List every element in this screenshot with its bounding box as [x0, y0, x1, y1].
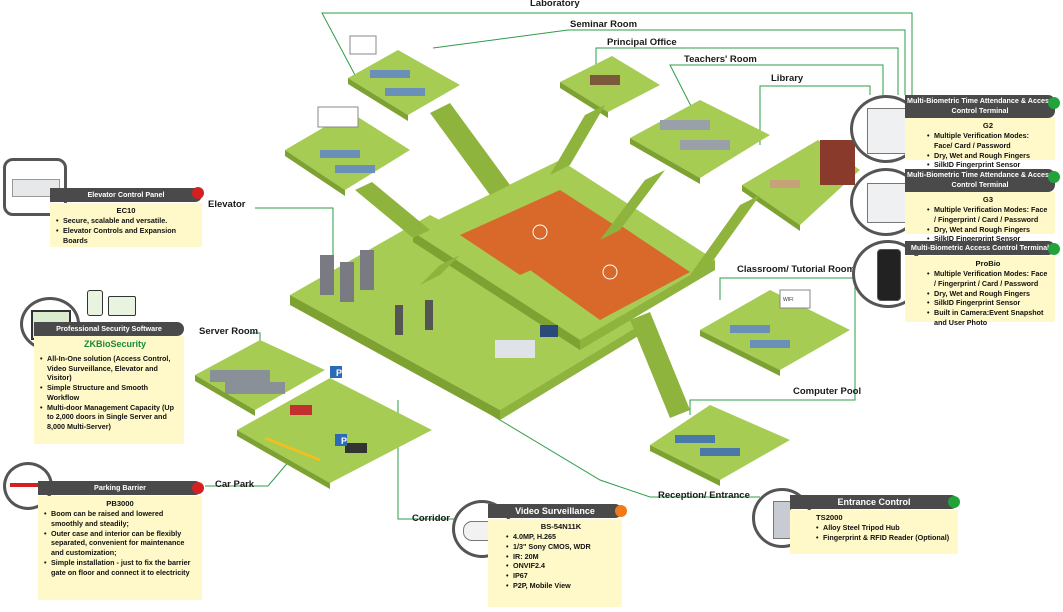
elevator-card: Elevator Control Panel EC10 Secure, scal…	[50, 188, 202, 247]
elevator-feature: Secure, scalable and versatile.	[56, 216, 196, 226]
label-seminar-room: Seminar Room	[570, 19, 638, 30]
entrance-card: Entrance Control TS2000 Alloy Steel Trip…	[790, 495, 958, 554]
g2-status-dot	[1048, 97, 1060, 109]
probio-feature: Multiple Verification Modes: Face / Fing…	[927, 269, 1049, 288]
g2-model: G2	[982, 121, 994, 130]
camera-feature: 1/3" Sony CMOS, WDR	[506, 542, 616, 552]
camera-feature: IR: 20M	[506, 552, 616, 562]
elevator-feature: Elevator Controls and Expansion Boards	[56, 226, 196, 245]
label-server-room: Server Room	[199, 326, 259, 337]
entrance-feature: Fingerprint & RFID Reader (Optional)	[816, 533, 952, 543]
sports-court-floor	[413, 160, 715, 350]
tv-sign: WIFI	[783, 297, 794, 303]
g2-feature: Multiple Verification Modes: Face/ Card …	[927, 131, 1049, 150]
g3-status-dot	[1048, 171, 1060, 183]
label-teachers-room: Teachers' Room	[684, 54, 757, 65]
camera-feature: P2P, Mobile View	[506, 581, 616, 591]
elevator-status-dot	[192, 187, 204, 199]
parking-card-header: Parking Barrier	[38, 481, 202, 495]
software-card: Professional Security Software ZKBioSecu…	[34, 322, 184, 444]
label-reception: Reception/ Entrance	[658, 490, 750, 501]
label-corridor: Corridor	[412, 513, 450, 524]
tablet-icon	[108, 296, 136, 316]
parking-feature: Boom can be raised and lowered smoothly …	[44, 509, 196, 528]
phone-icon	[87, 290, 103, 316]
camera-features: 4.0MP, H.265 1/3" Sony CMOS, WDR IR: 20M…	[506, 532, 616, 590]
probio-feature: SilkID Fingerprint Sensor	[927, 298, 1049, 308]
g3-card-header: Multi-Biometric Time Attendance & Access…	[905, 169, 1055, 192]
entrance-status-dot	[948, 496, 960, 508]
label-car-park: Car Park	[215, 479, 255, 490]
camera-feature: ONVIF2.4	[506, 561, 616, 571]
g2-feature: Dry, Wet and Rough Fingers	[927, 151, 1049, 161]
parking-feature: Outer case and interior can be flexibly …	[44, 529, 196, 558]
entrance-feature: Alloy Steel Tripod Hub	[816, 523, 952, 533]
camera-feature: 4.0MP, H.265	[506, 532, 616, 542]
parking-model: PB3000	[106, 499, 134, 508]
probio-status-dot	[1048, 243, 1060, 255]
probio-card: Multi-Biometric Access Control Terminal …	[905, 241, 1055, 327]
g3-model: G3	[982, 195, 994, 204]
parking-sign-1: P	[336, 368, 342, 378]
label-library: Library	[771, 73, 804, 84]
turnstile-icon	[773, 501, 791, 539]
camera-card: Video Surveillance BS-54N11K 4.0MP, H.26…	[488, 504, 622, 607]
g3-terminal-icon	[867, 183, 909, 223]
g2-terminal-icon	[867, 108, 909, 154]
parking-sign-2: P	[341, 436, 347, 446]
label-classroom: Classroom/ Tutorial Room	[737, 264, 856, 275]
camera-feature: IP67	[506, 571, 616, 581]
software-feature: Multi-door Management Capacity (Up to 2,…	[40, 403, 178, 432]
camera-model: BS-54N11K	[540, 522, 582, 531]
label-laboratory: Laboratory	[530, 0, 580, 9]
parking-features: Boom can be raised and lowered smoothly …	[44, 509, 196, 577]
software-brand: ZKBioSecurity	[84, 339, 147, 349]
probio-card-header: Multi-Biometric Access Control Terminal	[905, 241, 1055, 255]
software-card-header: Professional Security Software	[34, 322, 184, 336]
g2-card-header: Multi-Biometric Time Attendance & Access…	[905, 95, 1055, 118]
parking-card: Parking Barrier PB3000 Boom can be raise…	[38, 481, 202, 600]
software-features: All-In-One solution (Access Control, Vid…	[40, 354, 178, 432]
entrance-card-header: Entrance Control	[790, 495, 958, 509]
label-principal-office: Principal Office	[607, 37, 677, 48]
g3-feature: Multiple Verification Modes: Face / Fing…	[927, 205, 1049, 224]
parking-status-dot	[192, 482, 204, 494]
g2-features: Multiple Verification Modes: Face/ Card …	[927, 131, 1049, 170]
software-feature: Simple Structure and Smooth Workflow	[40, 383, 178, 402]
g2-card: Multi-Biometric Time Attendance & Access…	[905, 95, 1055, 170]
main-floor	[290, 215, 640, 420]
label-elevator: Elevator	[208, 199, 246, 210]
parking-feature: Simple installation - just to fix the ba…	[44, 558, 196, 577]
label-computer-pool: Computer Pool	[793, 386, 862, 397]
g3-feature: Dry, Wet and Rough Fingers	[927, 225, 1049, 235]
probio-features: Multiple Verification Modes: Face / Fing…	[927, 269, 1049, 327]
g3-features: Multiple Verification Modes: Face / Fing…	[927, 205, 1049, 244]
entrance-features: Alloy Steel Tripod Hub Fingerprint & RFI…	[816, 523, 952, 542]
room-furniture	[210, 35, 855, 462]
probio-feature: Dry, Wet and Rough Fingers	[927, 289, 1049, 299]
software-feature: All-In-One solution (Access Control, Vid…	[40, 354, 178, 383]
probio-feature: Built in Camera:Event Snapshot and User …	[927, 308, 1049, 327]
barrier-arm-icon	[10, 483, 50, 487]
probio-terminal-icon	[877, 249, 901, 301]
stairs	[355, 103, 760, 418]
camera-card-header: Video Surveillance	[488, 504, 622, 518]
elevator-model: EC10	[116, 206, 136, 215]
g3-feature: SilkID Fingerprint Sensor	[927, 234, 1049, 244]
camera-status-dot	[615, 505, 627, 517]
elevator-panel-image	[3, 158, 67, 216]
elevator-card-header: Elevator Control Panel	[50, 188, 202, 202]
probio-model: ProBio	[975, 259, 1001, 268]
g2-feature: SilkID Fingerprint Sensor	[927, 160, 1049, 170]
g3-card: Multi-Biometric Time Attendance & Access…	[905, 169, 1055, 244]
elevator-features: Secure, scalable and versatile. Elevator…	[56, 216, 196, 245]
entrance-model: TS2000	[816, 513, 843, 522]
